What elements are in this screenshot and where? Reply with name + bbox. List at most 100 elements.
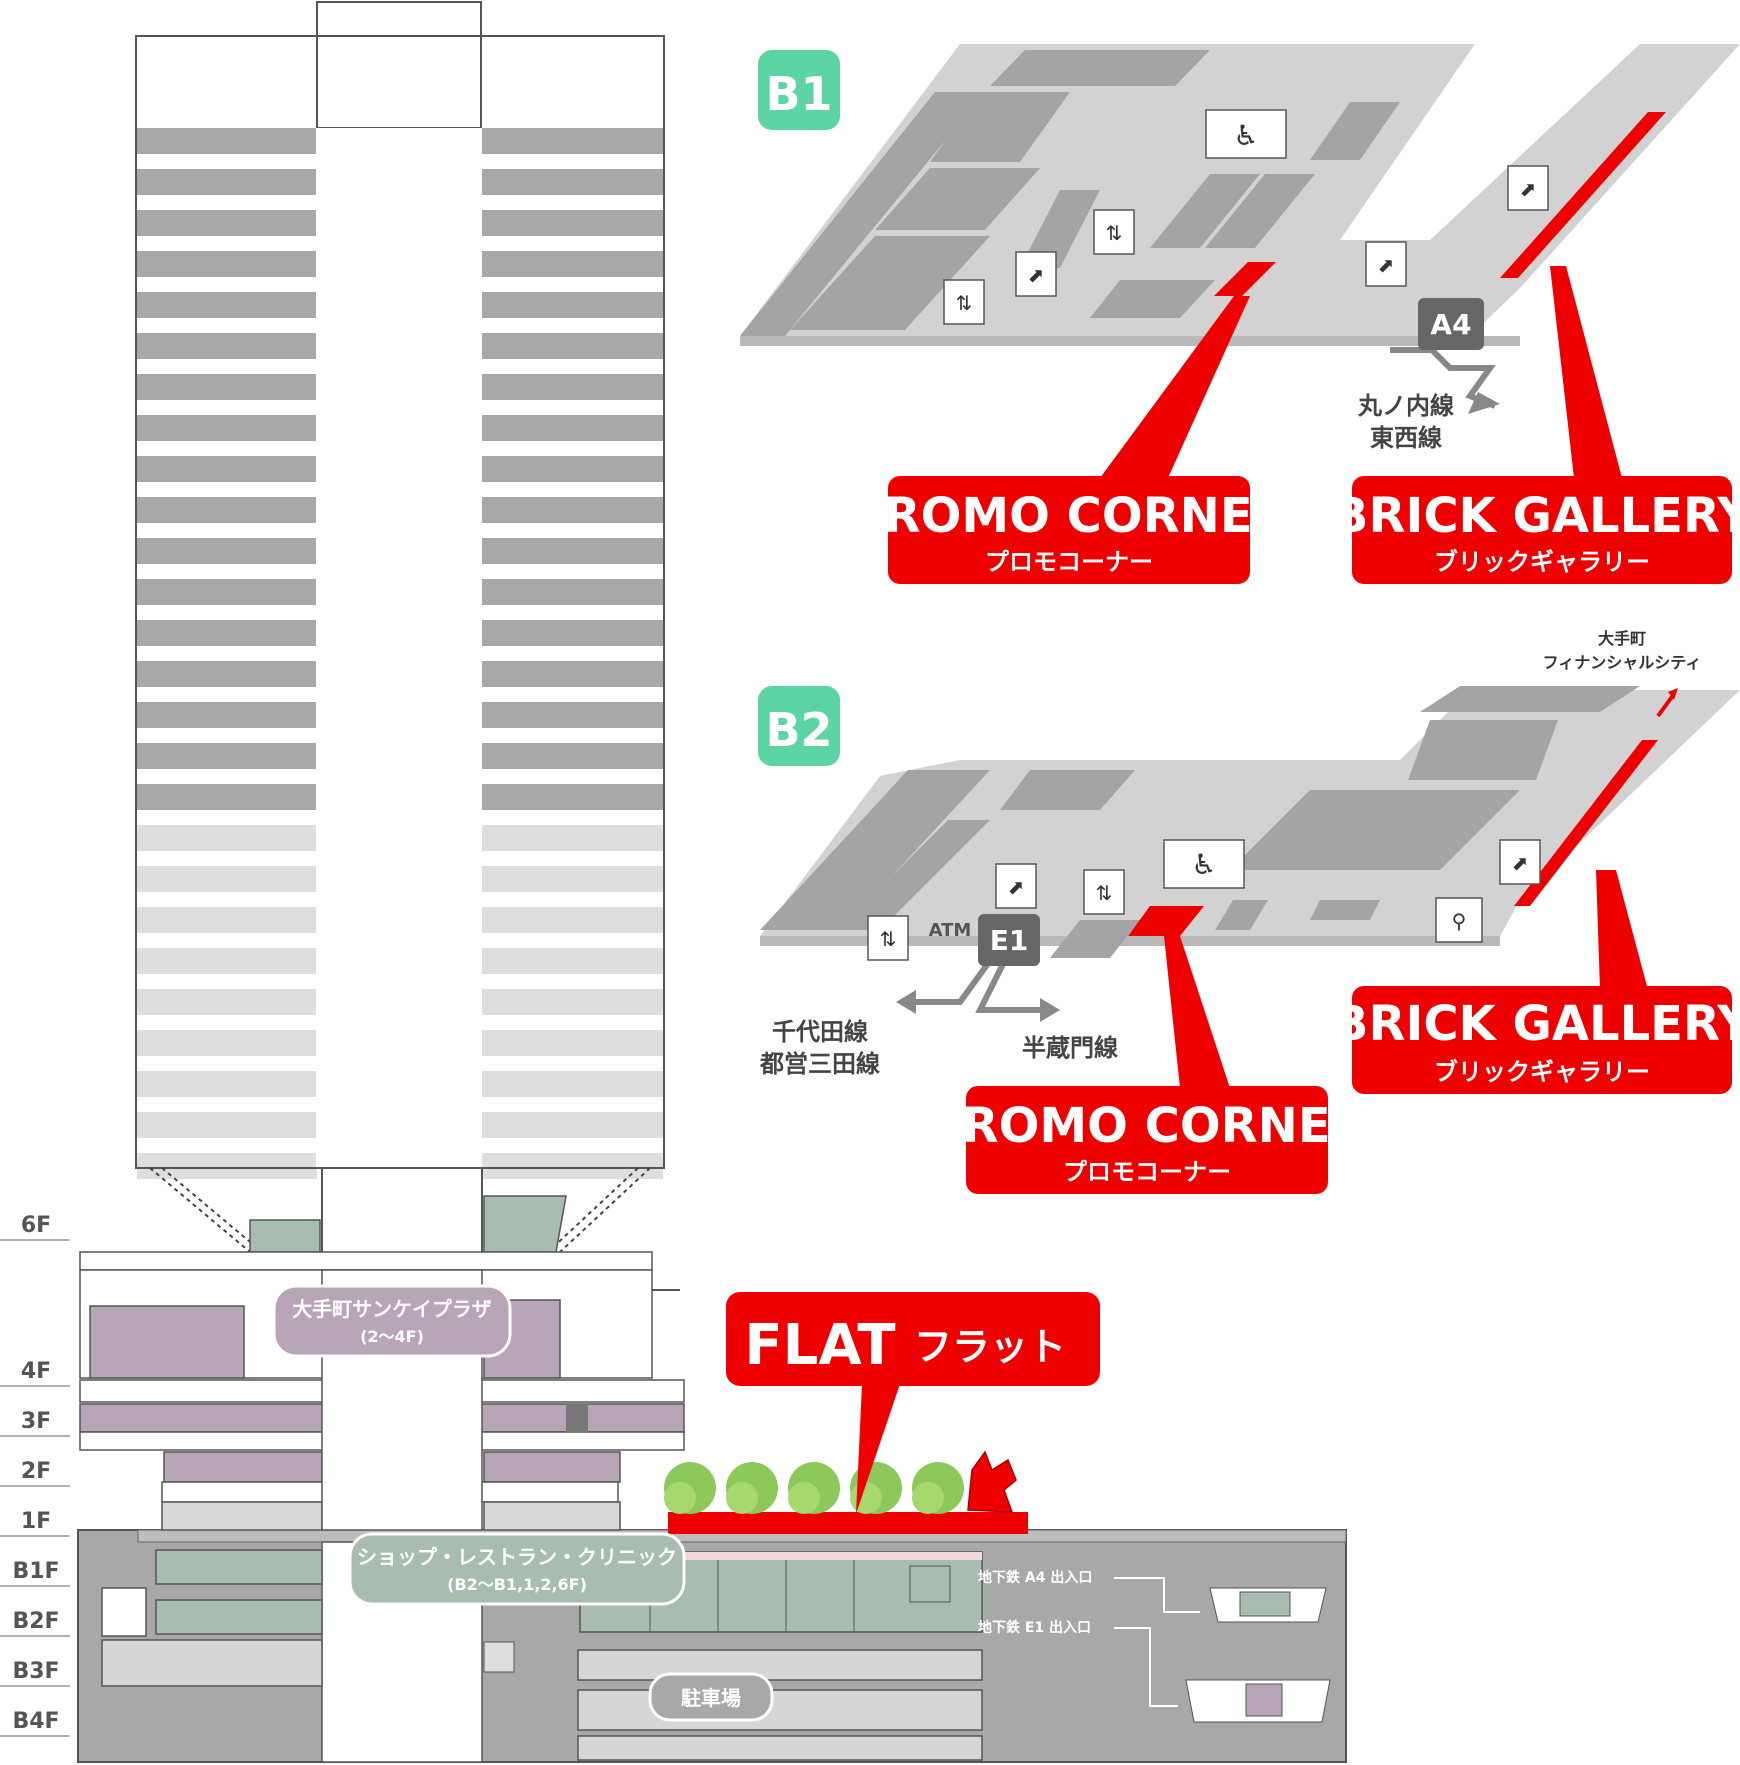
svg-text:⚲: ⚲ xyxy=(1452,909,1467,933)
parking-label: 駐車場 xyxy=(648,1672,774,1722)
b1-exit-a4: A4 xyxy=(1418,298,1484,350)
tower-floor-band xyxy=(482,743,663,769)
tower-floor-band xyxy=(482,415,663,441)
svg-text:⬈: ⬈ xyxy=(1378,253,1395,277)
b2-destination-otemachi: 大手町 xyxy=(1598,629,1646,648)
b1-brick-gallery-callout[interactable]: BRICK GALLERY ブリックギャラリー xyxy=(1332,476,1740,584)
floor-label-b1f: B1F xyxy=(12,1559,59,1584)
tower-floor-band xyxy=(137,415,317,441)
svg-text:BRICK GALLERY: BRICK GALLERY xyxy=(1332,996,1740,1052)
b1-elevator-icon-2: ⇅ xyxy=(943,279,985,325)
svg-text:⇅: ⇅ xyxy=(1106,221,1123,245)
tower-floor-band xyxy=(482,538,663,564)
tower-floor-band xyxy=(482,702,663,728)
floor-labels: 6F 4F 3F 2F 1F B1F B2F B3F B4F xyxy=(0,1213,70,1737)
b1-escalator-icon-3: ⬈ xyxy=(1507,165,1549,211)
svg-text:⬈: ⬈ xyxy=(1520,177,1537,201)
tower-floor-band xyxy=(137,251,317,277)
floor-label-3f: 3F xyxy=(21,1409,51,1434)
b1-promo-corner-callout[interactable]: PROMO CORNER プロモコーナー xyxy=(848,476,1290,584)
red-sculpture xyxy=(967,1450,1017,1513)
b2-escalator-icon-2: ⬈ xyxy=(1499,839,1541,885)
tower-floor-band xyxy=(137,784,317,810)
svg-text:♿: ♿ xyxy=(1191,848,1216,881)
svg-text:(B2〜B1,1,2,6F): (B2〜B1,1,2,6F) xyxy=(447,1575,587,1594)
tower-floor-band xyxy=(482,784,663,810)
tower-floor-band xyxy=(137,169,317,195)
b2-atm-label: ATM xyxy=(929,920,972,941)
b1-line-marunouchi: 丸ノ内線 xyxy=(1357,392,1454,420)
tree-1 xyxy=(664,1462,716,1514)
tower-floor-band xyxy=(482,661,663,687)
svg-text:⇅: ⇅ xyxy=(880,927,897,951)
tower-floor-band xyxy=(137,456,317,482)
b1-line-tozai: 東西線 xyxy=(1370,424,1442,452)
tree-2 xyxy=(726,1462,778,1514)
tower-floor-band xyxy=(137,128,317,154)
b2-restroom-icon-2: ⚲ xyxy=(1435,897,1483,943)
sankei-plaza-label: 大手町サンケイプラザ (2〜4F) xyxy=(272,1284,512,1358)
tower-floor-band xyxy=(482,374,663,400)
tower-floor-band xyxy=(137,333,317,359)
b2-promo-corner-callout[interactable]: PROMO CORNER プロモコーナー xyxy=(926,1086,1368,1194)
b2-line-chiyoda: 千代田線 xyxy=(772,1018,868,1046)
tower-floor-band xyxy=(482,825,663,851)
svg-text:⬈: ⬈ xyxy=(1512,851,1529,875)
tower-floor-band xyxy=(482,497,663,523)
b1-floor-plan xyxy=(740,44,1740,478)
floor-label-1f: 1F xyxy=(21,1509,51,1534)
podium-section xyxy=(77,1251,1347,1763)
subway-connectors: 地下鉄 A4 出入口 地下鉄 E1 出入口 xyxy=(978,1569,1331,1723)
tower-floor-band xyxy=(482,333,663,359)
svg-text:ブリックギャラリー: ブリックギャラリー xyxy=(1434,1058,1650,1086)
floor-label-4f: 4F xyxy=(21,1359,51,1384)
b2-exit-e1: E1 xyxy=(978,914,1040,966)
floor-label-6f: 6F xyxy=(21,1213,51,1238)
svg-text:(2〜4F): (2〜4F) xyxy=(360,1327,424,1346)
b2-destination-financial-city: フィナンシャルシティ xyxy=(1543,653,1702,672)
svg-text:駐車場: 駐車場 xyxy=(681,1686,741,1710)
tower-floor-band xyxy=(482,907,663,933)
svg-text:プロモコーナー: プロモコーナー xyxy=(985,548,1153,576)
b2-brick-gallery-callout[interactable]: BRICK GALLERY ブリックギャラリー xyxy=(1332,986,1740,1094)
tree-5 xyxy=(912,1462,964,1514)
b1-escalator-icon: ⬈ xyxy=(1015,251,1057,297)
tower-floor-band xyxy=(482,866,663,892)
b2-elevator-icon: ⇅ xyxy=(1083,869,1125,915)
svg-text:ショップ・レストラン・クリニック: ショップ・レストラン・クリニック xyxy=(357,1545,677,1569)
flat-garden xyxy=(664,1450,1028,1534)
tower-floor-band xyxy=(137,907,317,933)
tree-3 xyxy=(788,1462,840,1514)
b2-restroom-icon: ♿ xyxy=(1163,839,1245,889)
tower-floor-band xyxy=(137,743,317,769)
svg-text:ブリックギャラリー: ブリックギャラリー xyxy=(1434,548,1650,576)
tower-floor-band xyxy=(137,989,317,1015)
b1-restroom-icon: ♿ xyxy=(1205,109,1287,159)
svg-text:大手町サンケイプラザ: 大手町サンケイプラザ xyxy=(292,1297,492,1321)
tower-floor-band xyxy=(137,702,317,728)
svg-text:♿: ♿ xyxy=(1233,119,1258,152)
tower-floor-band xyxy=(137,1153,317,1179)
floor-label-b3f: B3F xyxy=(12,1659,59,1684)
svg-text:⇅: ⇅ xyxy=(1096,881,1113,905)
svg-text:E1: E1 xyxy=(990,924,1029,957)
svg-text:⬈: ⬈ xyxy=(1008,875,1025,899)
tower-floor-band xyxy=(137,661,317,687)
tower-floor-band xyxy=(137,210,317,236)
b1-badge: B1 xyxy=(758,50,840,130)
tower-floor-band xyxy=(137,1112,317,1138)
tower-floor-band xyxy=(137,497,317,523)
svg-text:FLAT: FLAT xyxy=(744,1313,895,1378)
flat-callout[interactable]: FLAT フラット xyxy=(726,1292,1100,1514)
b2-line-hanzomon: 半蔵門線 xyxy=(1022,1034,1118,1062)
floor-label-2f: 2F xyxy=(21,1459,51,1484)
b2-badge: B2 xyxy=(758,686,840,766)
svg-text:PROMO CORNER: PROMO CORNER xyxy=(926,1098,1367,1154)
svg-text:プロモコーナー: プロモコーナー xyxy=(1063,1158,1231,1186)
tower-floor-band xyxy=(482,456,663,482)
tower-floor-band xyxy=(482,1112,663,1138)
tower xyxy=(135,1,665,1253)
tower-floor-band xyxy=(482,989,663,1015)
tower-floor-band xyxy=(137,825,317,851)
tower-floor-band xyxy=(482,292,663,318)
